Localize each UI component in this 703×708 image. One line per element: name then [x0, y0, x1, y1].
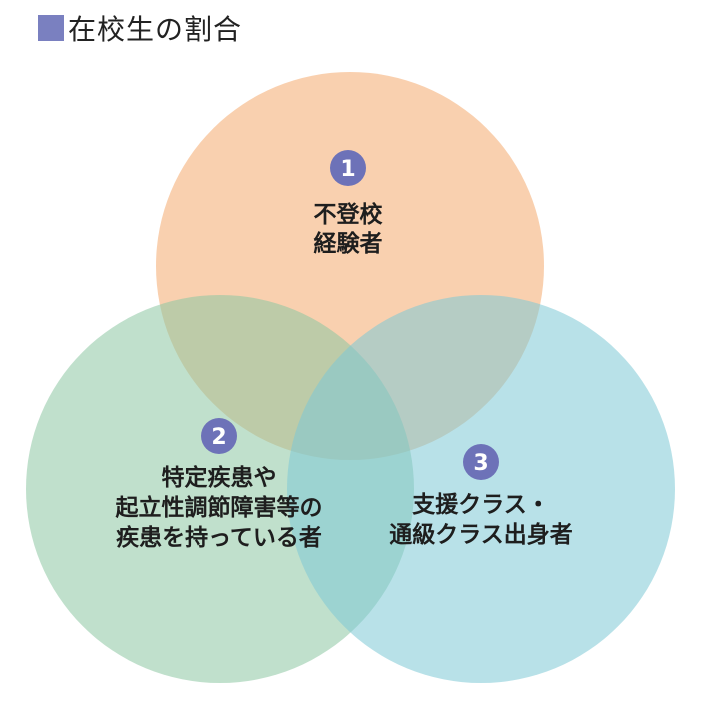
- circle-2-line-3: 疾患を持っている者: [116, 524, 322, 551]
- number-1: 1: [340, 157, 355, 182]
- circle-1-line-2: 経験者: [314, 230, 383, 257]
- title-text: 在校生の割合: [68, 13, 243, 46]
- circle-3: [287, 295, 675, 683]
- circle-3-line-2: 通級クラス出身者: [389, 521, 573, 548]
- circle-3-line-1: 支援クラス・: [411, 492, 550, 518]
- number-3: 3: [473, 451, 488, 476]
- diagram-title: 在校生の割合: [38, 10, 242, 46]
- title-square-icon: [38, 15, 64, 41]
- number-2: 2: [211, 425, 226, 450]
- circle-1-line-1: 不登校: [314, 201, 384, 228]
- number-badge-3: [463, 444, 499, 480]
- number-badge-1: [330, 150, 366, 186]
- circle-2-line-2: 起立性調節障害等の: [116, 494, 323, 521]
- circle-2-label: 2 特定疾患や 起立性調節障害等の 疾患を持っている者: [116, 418, 323, 551]
- circle-2-line-1: 特定疾患や: [162, 464, 277, 491]
- number-badge-2: [201, 418, 237, 454]
- circle-1-label: 1 不登校 経験者: [314, 150, 384, 257]
- circle-3-label: 3 支援クラス・ 通級クラス出身者: [389, 444, 573, 548]
